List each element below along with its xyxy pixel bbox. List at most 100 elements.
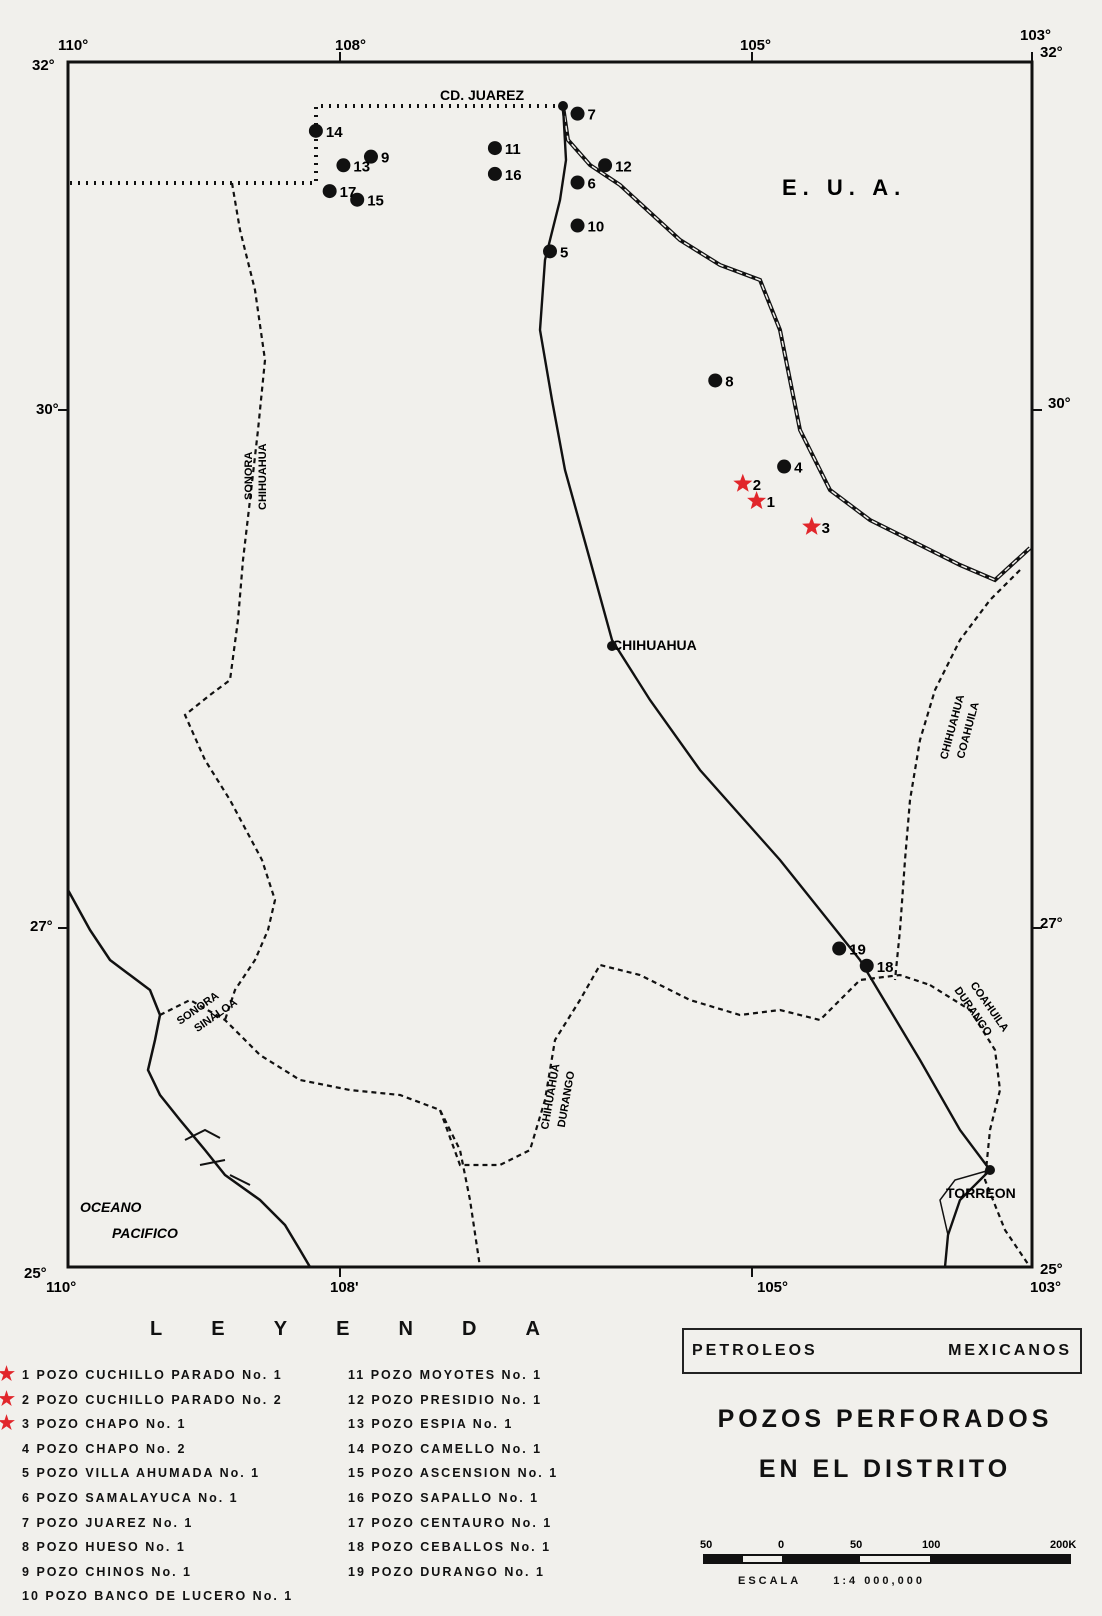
legend-item-10: 10 POZO BANCO DE LUCERO No. 1 xyxy=(0,1584,360,1609)
legend-left-column: ★1 POZO CUCHILLO PARADO No. 1★2 POZO CUC… xyxy=(0,1363,360,1609)
legend-item-number: 11 xyxy=(348,1368,371,1382)
legend-item-number: 5 xyxy=(22,1466,37,1481)
well-label-6: 6 xyxy=(588,176,596,193)
well-label-15: 15 xyxy=(367,193,384,210)
legend-item-text: POZO SAPALLO No. 1 xyxy=(371,1490,540,1505)
map-title-line2: EN EL DISTRITO xyxy=(758,1455,1012,1483)
well-label-16: 16 xyxy=(505,167,522,184)
legend-item-15: 15 POZO ASCENSION No. 1 xyxy=(348,1461,678,1486)
pacific-coastline xyxy=(66,889,312,1268)
well-label-7: 7 xyxy=(588,107,596,124)
state-label-chihuahua-coahuila: CHIHUAHUA COAHUILA xyxy=(938,693,981,760)
well-marker-18 xyxy=(859,958,874,973)
well-marker-1 xyxy=(747,491,767,510)
legend-item-number: 1 xyxy=(22,1368,37,1382)
state-label-sonora-chihuahua: SONORA CHIHUAHUA xyxy=(243,443,269,510)
well-marker-13 xyxy=(336,158,351,173)
coord-top-110: 110° xyxy=(58,37,88,54)
coord-bottom-108: 108' xyxy=(330,1279,359,1296)
legend-item-number: 14 xyxy=(348,1441,372,1456)
legend-item-text: POZO CHINOS No. 1 xyxy=(36,1564,192,1579)
legend-item-number: 7 xyxy=(22,1515,37,1530)
map-frame xyxy=(66,60,1034,1269)
border-sonora-chihuahua xyxy=(183,182,277,1021)
legend-star-icon: ★ xyxy=(0,1388,16,1410)
well-marker-6 xyxy=(570,175,585,190)
well-marker-4 xyxy=(777,459,792,474)
well-marker-5 xyxy=(543,244,557,259)
legend-item-number: 2 xyxy=(22,1392,37,1407)
coord-top-103: 103° xyxy=(1020,27,1051,44)
legend-item-text: POZO BANCO DE LUCERO No. 1 xyxy=(45,1589,294,1604)
graticule-ticks xyxy=(58,52,1042,1277)
legend-item-18: 18 POZO CEBALLOS No. 1 xyxy=(348,1535,678,1560)
well-marker-11 xyxy=(487,141,502,156)
legend-item-text: POZO PRESIDIO No. 1 xyxy=(371,1392,543,1407)
legend-item-text: POZO CAMELLO No. 1 xyxy=(371,1441,543,1456)
well-marker-16 xyxy=(487,166,502,181)
scale-tick-0: 50 xyxy=(700,1539,712,1551)
scale-tick-4: 200K xyxy=(1050,1539,1076,1551)
legend-item-text: POZO MOYOTES No. 1 xyxy=(370,1368,543,1382)
legend-item-11: 11 POZO MOYOTES No. 1 xyxy=(348,1363,678,1388)
legend-item-text: POZO ASCENSION No. 1 xyxy=(371,1466,559,1481)
city-marker-torreon xyxy=(985,1165,995,1175)
legend-item-number: 17 xyxy=(348,1515,372,1530)
well-label-13: 13 xyxy=(353,158,370,175)
well-label-1: 1 xyxy=(767,494,775,511)
well-marker-12 xyxy=(598,158,613,173)
legend-item-text: POZO VILLA AHUMADA No. 1 xyxy=(36,1466,261,1481)
legend-item-text: POZO DURANGO No. 1 xyxy=(371,1564,545,1579)
left-latitude-labels: 32° 30° 27° 25° xyxy=(24,57,59,1282)
top-longitude-labels: 110° 108° 105° 103° xyxy=(58,27,1051,54)
legend-item-number: 9 xyxy=(22,1564,37,1579)
legend-item-text: POZO CHAPO No. 2 xyxy=(36,1441,187,1456)
well-marker-7 xyxy=(570,106,585,121)
legend-title: L E Y E N D A xyxy=(150,1318,540,1340)
legend-item-text: POZO HUESO No. 1 xyxy=(36,1540,186,1555)
scale-tick-3: 100 xyxy=(922,1539,940,1551)
well-label-19: 19 xyxy=(849,942,866,959)
well-label-5: 5 xyxy=(560,244,568,261)
bottom-longitude-labels: 110° 108' 105° 103° xyxy=(46,1279,1061,1296)
coord-top-108: 108° xyxy=(335,37,366,54)
coord-left-27: 27° xyxy=(30,918,53,935)
legend-item-number: 6 xyxy=(22,1490,37,1505)
well-label-18: 18 xyxy=(877,959,894,976)
state-label-coahuila-durango: COAHUILA DURANGO xyxy=(952,980,1011,1039)
legend-item-number: 16 xyxy=(348,1490,372,1505)
legend-item-3: ★3 POZO CHAPO No. 1 xyxy=(0,1412,360,1437)
legend-item-7: 7 POZO JUAREZ No. 1 xyxy=(0,1511,360,1536)
org-banner: PETROLEOS MEXICANOS xyxy=(682,1328,1082,1374)
rio-grande-inner xyxy=(562,105,1031,581)
coord-left-32: 32° xyxy=(32,57,55,74)
legend-item-number: 3 xyxy=(22,1417,37,1432)
legend-item-8: 8 POZO HUESO No. 1 xyxy=(0,1535,360,1560)
well-marker-17 xyxy=(322,184,337,199)
legend-item-number: 19 xyxy=(348,1564,372,1579)
scale-tick-1: 0 xyxy=(778,1539,784,1551)
well-marker-3 xyxy=(802,516,822,535)
well-label-2: 2 xyxy=(753,477,761,494)
river-nazas xyxy=(939,1169,991,1236)
legend-item-17: 17 POZO CENTAURO No. 1 xyxy=(348,1511,678,1536)
scale-ratio: 1:4 000,000 xyxy=(833,1575,925,1587)
scale-bar: 50 0 50 100 200K xyxy=(700,1539,1076,1564)
legend-item-text: POZO SAMALAYUCA No. 1 xyxy=(36,1490,239,1505)
legend-item-9: 9 POZO CHINOS No. 1 xyxy=(0,1560,360,1585)
legend-item-5: 5 POZO VILLA AHUMADA No. 1 xyxy=(0,1461,360,1486)
coord-bottom-110: 110° xyxy=(46,1279,76,1296)
legend-item-number: 10 xyxy=(22,1589,46,1604)
legend-item-text: POZO ESPIA No. 1 xyxy=(371,1417,514,1432)
state-label-chihuahua-durango: CHIHUAHUA DURANGO xyxy=(539,1063,577,1131)
map-title-line1: POZOS PERFORADOS xyxy=(717,1405,1053,1433)
legend-item-number: 8 xyxy=(22,1540,37,1555)
svg-text:CHIHUAHUA: CHIHUAHUA xyxy=(257,443,269,510)
coord-right-25: 25° xyxy=(1040,1261,1063,1278)
border-chihuahua-durango xyxy=(438,963,931,1167)
well-marker-14 xyxy=(308,123,323,138)
legend-item-6: 6 POZO SAMALAYUCA No. 1 xyxy=(0,1486,360,1511)
legend-item-1: ★1 POZO CUCHILLO PARADO No. 1 xyxy=(0,1363,360,1388)
